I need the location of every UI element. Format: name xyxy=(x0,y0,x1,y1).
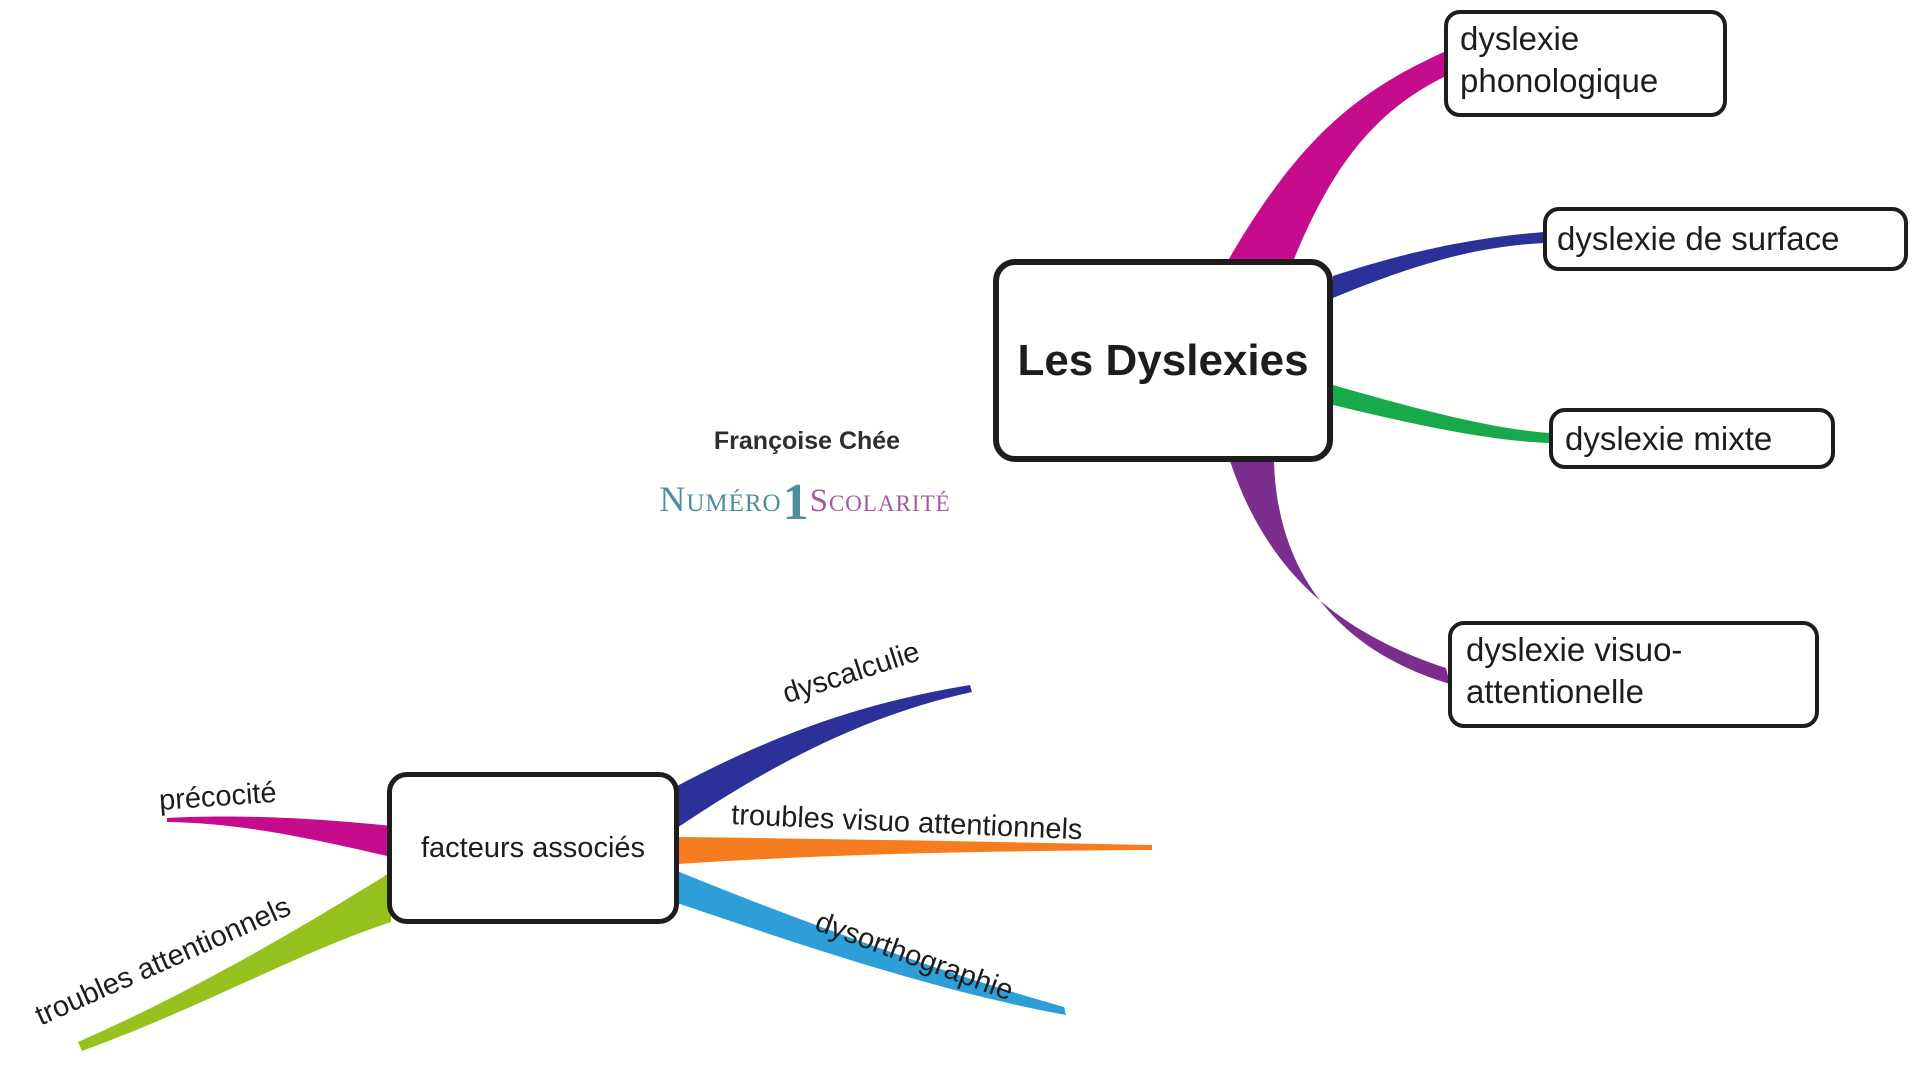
branch-dyslexie-mixte xyxy=(1333,385,1551,443)
logo-numero: Numéro xyxy=(659,479,782,519)
branch-dysorthographie xyxy=(677,871,1066,1015)
node-dyslexie-de-surface[interactable]: dyslexie de surface xyxy=(1543,207,1908,271)
node-dyslexie-visuo-attentionelle[interactable]: dyslexie visuo-attentionelle xyxy=(1448,621,1819,728)
logo-one-digit: 1 xyxy=(782,474,809,531)
author-name: Françoise Chée xyxy=(713,427,901,455)
node-les-dyslexies[interactable]: Les Dyslexies xyxy=(993,259,1333,462)
branch-dyslexie-visuo-attentionelle xyxy=(1230,461,1450,684)
numero1scolarite-logo: Numéro1Scolarité xyxy=(640,477,970,529)
branch-troubles-visuo-attentionnels xyxy=(677,837,1152,864)
logo-scolarite: Scolarité xyxy=(809,483,951,519)
node-dyslexie-mixte[interactable]: dyslexie mixte xyxy=(1549,408,1835,469)
branch-dyslexie-de-surface xyxy=(1333,232,1545,298)
node-facteurs-associes[interactable]: facteurs associés xyxy=(387,772,679,924)
node-dyslexie-phonologique[interactable]: dyslexie phonologique xyxy=(1444,10,1727,117)
branch-precocite xyxy=(167,816,391,857)
branch-dyslexie-phonologique xyxy=(1226,52,1446,264)
branch-troubles-attentionnels xyxy=(78,872,391,1051)
